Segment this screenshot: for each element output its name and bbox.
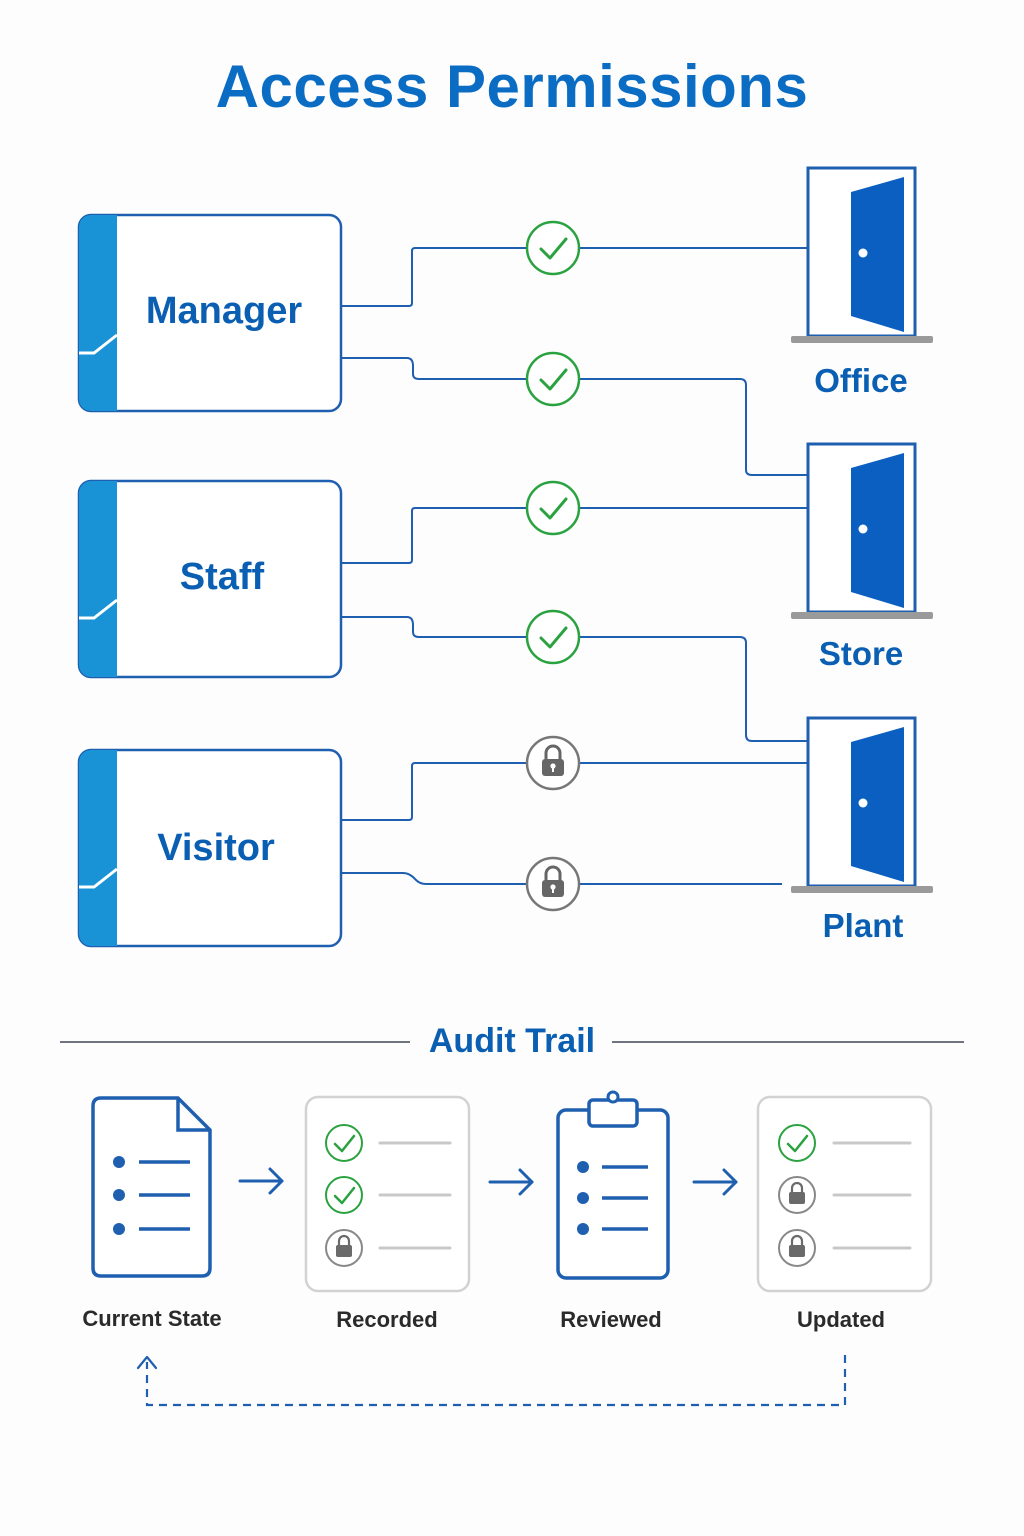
door-plant-icon <box>791 716 933 893</box>
step-label-reviewed: Reviewed <box>560 1307 662 1332</box>
granted-check-icon <box>525 351 581 407</box>
granted-check-icon <box>325 1176 363 1214</box>
connector-manager-store <box>341 357 808 476</box>
arrow-right-icon <box>692 1168 738 1196</box>
document-icon <box>91 1096 212 1278</box>
granted-check-icon <box>525 220 581 276</box>
role-card-manager <box>77 213 343 413</box>
locked-padlock-icon <box>325 1229 363 1267</box>
step-label-current-state: Current State <box>82 1306 222 1331</box>
connector-manager-office <box>341 247 808 307</box>
role-label-visitor: Visitor <box>157 827 275 869</box>
connector-visitor-plant-2 <box>341 872 782 885</box>
loop-back-arrow <box>136 1355 847 1407</box>
page-title: Access Permissions <box>215 53 809 120</box>
audit-trail-title: Audit Trail <box>428 1022 596 1060</box>
locked-padlock-icon <box>525 856 581 912</box>
role-card-staff <box>77 479 343 679</box>
granted-check-icon <box>325 1124 363 1162</box>
connector-visitor-plant-1 <box>341 762 808 821</box>
role-card-visitor <box>77 748 343 948</box>
role-label-manager: Manager <box>145 290 303 332</box>
connector-staff-plant <box>341 616 808 742</box>
connector-staff-store <box>341 507 808 564</box>
role-label-staff: Staff <box>179 556 265 598</box>
granted-check-icon <box>525 480 581 536</box>
connector-lines <box>341 247 808 885</box>
granted-check-icon <box>778 1124 816 1162</box>
locked-padlock-icon <box>525 735 581 791</box>
door-label-store: Store <box>818 635 904 672</box>
locked-padlock-icon <box>778 1229 816 1267</box>
clipboard-icon <box>556 1090 670 1280</box>
arrow-right-icon <box>238 1167 284 1195</box>
step-label-updated: Updated <box>797 1307 885 1332</box>
door-store-icon <box>791 442 933 619</box>
updated-checklist-card <box>756 1095 933 1293</box>
locked-padlock-icon <box>778 1176 816 1214</box>
step-label-recorded: Recorded <box>336 1307 438 1332</box>
granted-check-icon <box>525 609 581 665</box>
recorded-checklist-card <box>304 1095 471 1293</box>
door-office-icon <box>791 166 933 343</box>
door-label-office: Office <box>814 362 908 399</box>
door-label-plant: Plant <box>822 907 904 944</box>
arrow-right-icon <box>488 1168 534 1196</box>
